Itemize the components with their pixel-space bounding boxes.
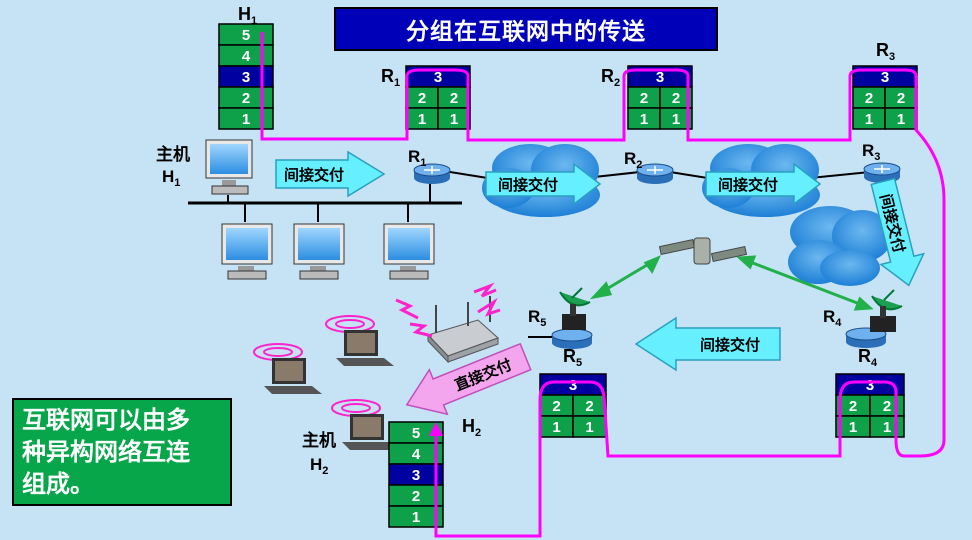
r3-stack-label: R3 (876, 40, 895, 63)
r5-stack-layer-label: 3 (569, 377, 577, 394)
r4-stack-layer-label: 1 (849, 419, 857, 436)
laptop-icon (253, 343, 322, 394)
computer-icon (293, 223, 345, 280)
r3-stack-layer-label: 1 (897, 111, 905, 128)
r1-stack-layer-label: 2 (450, 90, 458, 107)
router-r2-icon (636, 163, 674, 184)
r4-stack-layer-label: 2 (849, 398, 857, 415)
h1-host-label: 主机 (156, 144, 190, 164)
r2-stack-layer-label: 3 (656, 69, 664, 86)
h1-stack-layer-label: 2 (242, 90, 250, 107)
h2-stack-layer-1 (388, 505, 444, 528)
h1-top-label: H1 (238, 4, 257, 27)
h2-stack-layer-label: 4 (412, 446, 421, 463)
r1-router-label: R1 (408, 147, 426, 169)
r1-stack-layer-label: 2 (418, 90, 426, 107)
cloud-3 (788, 206, 892, 286)
h2-stack-layer-label: 2 (412, 488, 420, 505)
access-point-icon (427, 296, 499, 364)
h1-stack-layer-label: 5 (242, 27, 250, 44)
packet-path (260, 32, 946, 538)
r3-router-label: R3 (862, 141, 880, 163)
r1-stack-label: R1 (381, 66, 400, 89)
r2-stack-label: R2 (601, 66, 620, 89)
h2-host-label: 主机 (302, 430, 336, 450)
r3-stack-layer-label: 2 (897, 90, 905, 107)
h1-stack-layer-1 (218, 107, 274, 130)
r4-router-label: R4 (823, 307, 842, 329)
computer-icon (221, 223, 273, 280)
satellite-links (589, 255, 874, 311)
r2-stack-layer-label: 1 (672, 111, 680, 128)
note-line: 种异构网络互连 (22, 438, 190, 466)
indirect-label-cloud2: 间接交付 (718, 176, 778, 194)
packet-path-arrowhead (429, 422, 443, 436)
indirect-label-cloud1: 间接交付 (498, 176, 558, 194)
h2-stack-layer-label: 3 (412, 467, 420, 484)
r5-stack-label: R5 (563, 346, 582, 369)
laptop-icon (325, 315, 394, 366)
h2-host-name: H2 (310, 455, 328, 477)
indirect-label-r4-r5: 间接交付 (700, 336, 760, 354)
satellite-dish-r4-icon (870, 289, 903, 332)
h1-stack-layer-label: 4 (242, 48, 251, 65)
h2-top-label: H2 (462, 416, 481, 439)
indirect-arrow-r4-r5: 间接交付 (634, 316, 781, 372)
note-line: 组成。 (22, 470, 94, 498)
r3-stack-layer-label: 1 (865, 111, 873, 128)
h1-stack-layer-label: 3 (242, 69, 250, 86)
r4-stack-layer-label: 2 (883, 398, 891, 415)
indirect-arrow-cloud2: 间接交付 (705, 162, 822, 206)
r1-stack-layer-1-right (437, 107, 471, 130)
r3-stack-layer-label: 3 (881, 69, 889, 86)
satellite-icon (658, 237, 748, 265)
r5-stack-layer-label: 2 (585, 398, 593, 415)
r2-router-label: R2 (624, 149, 642, 171)
indirect-arrow-cloud1: 间接交付 (485, 162, 602, 206)
r2-stack-layer-label: 2 (672, 90, 680, 107)
r1-stack-layer-label: 1 (418, 111, 426, 128)
page-title: 分组在互联网中的传送 (334, 7, 718, 51)
r5-stack-layer-label: 2 (552, 398, 560, 415)
computer-h1-icon (205, 139, 253, 195)
r1-stack-layer-label: 1 (450, 111, 458, 128)
satellite-dish-r5-icon (559, 287, 591, 330)
h2-stack-layer-label: 1 (412, 509, 420, 526)
r4-stack-layer-label: 1 (883, 419, 891, 436)
h1-host-name: H1 (162, 167, 180, 189)
r3-stack-layer-label: 2 (865, 90, 873, 107)
wireless-signal-icon (395, 282, 501, 338)
indirect-arrow-h1: 间接交付 (275, 150, 386, 198)
r4-stack-layer-label: 3 (866, 377, 874, 394)
r2-stack-layer-1-right (659, 107, 693, 130)
router-r1-icon (413, 163, 451, 184)
h1-stack-layer-label: 1 (242, 111, 250, 128)
r4-stack-label: R4 (858, 346, 878, 369)
r1-stack-layer-label: 3 (434, 69, 442, 86)
r5-stack-layer-label: 1 (552, 419, 560, 436)
r2-stack-layer-label: 2 (640, 90, 648, 107)
r5-stack-layer-label: 1 (585, 419, 593, 436)
r5-router-label: R5 (528, 307, 546, 329)
r2-stack-layer-label: 1 (640, 111, 648, 128)
h2-stack-layer-label: 5 (412, 425, 420, 442)
router-r5-icon (551, 328, 593, 349)
indirect-label-h1: 间接交付 (284, 166, 344, 184)
computer-icon (383, 223, 435, 280)
note-box: 互联网可以由多 种异构网络互连 组成。 (12, 398, 232, 506)
note-line: 互联网可以由多 (22, 406, 190, 434)
laptop-h2-icon (331, 399, 400, 450)
